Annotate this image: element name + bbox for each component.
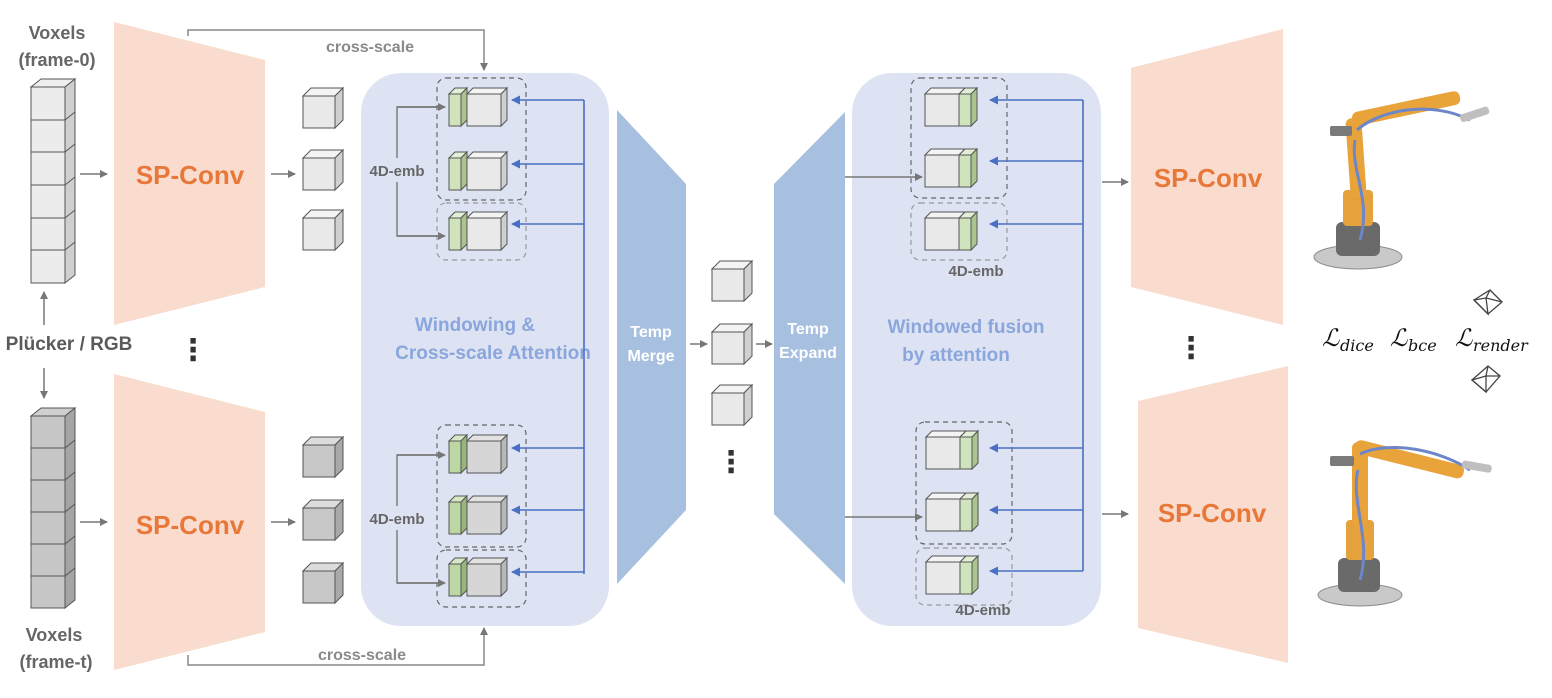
cross-scale-line-top xyxy=(187,29,488,71)
feature-cube xyxy=(302,209,344,251)
loss-render: ℒ render xyxy=(1455,324,1529,355)
embedded-token xyxy=(448,495,508,535)
svg-text:bce: bce xyxy=(1408,336,1437,355)
loss-dice: ℒ dice xyxy=(1322,324,1374,355)
windowing-label-line1: Windowing & xyxy=(415,315,535,336)
spconv-encoder-bottom-label: SP-Conv xyxy=(136,510,245,540)
fused-token xyxy=(924,211,978,251)
merged-feature-cube xyxy=(711,260,753,302)
attention-window-dashed xyxy=(436,549,527,608)
fused-token xyxy=(925,430,979,470)
embedded-token xyxy=(448,434,508,474)
attention-window-dashed xyxy=(436,77,527,201)
fused-token xyxy=(924,87,978,127)
fused-token xyxy=(924,148,978,188)
voxels-framet-sublabel: (frame-t) xyxy=(19,652,92,672)
robot-arm-render-bottom-icon xyxy=(1317,440,1492,607)
spconv-decoder-top xyxy=(1131,29,1283,325)
windowed-fusion-label-line2: by attention xyxy=(902,345,1010,366)
spconv-decoder-bottom-label: SP-Conv xyxy=(1158,498,1267,528)
feature-cube xyxy=(302,499,344,541)
svg-text:render: render xyxy=(1473,336,1529,355)
cross-scale-attention-arrows xyxy=(511,95,585,577)
emb-4d-label-right-bottom: 4D-emb xyxy=(955,602,1010,619)
merged-feature-cube xyxy=(711,384,753,426)
voxel-stack-frame-0 xyxy=(29,77,77,285)
voxels-framet-label: Voxels xyxy=(26,625,83,645)
emb-4d-label-bottom: 4D-emb xyxy=(369,511,424,528)
temp-merge-label-line2: Merge xyxy=(627,348,674,365)
spconv-encoder-bottom xyxy=(114,374,265,670)
loss-bce: ℒ bce xyxy=(1390,324,1437,355)
fused-token xyxy=(925,492,979,532)
temp-expand-block xyxy=(774,112,845,584)
embedded-token xyxy=(448,557,508,597)
fusion-window-dashed xyxy=(910,77,1008,199)
voxels-frame0-label: Voxels xyxy=(29,23,86,43)
merged-feature-cube xyxy=(711,323,753,365)
robot-arm-render-top-icon xyxy=(1313,91,1490,270)
attention-window-dashed xyxy=(436,424,527,548)
embedded-token xyxy=(448,87,508,127)
embedded-token xyxy=(448,151,508,191)
windowing-attention-panel xyxy=(361,73,609,626)
emb-4d-label-top: 4D-emb xyxy=(369,163,424,180)
temp-merge-label-line1: Temp xyxy=(630,324,672,341)
vertical-ellipsis-left: ⋮ xyxy=(178,334,208,367)
feature-cube xyxy=(302,149,344,191)
spconv-encoder-top-label: SP-Conv xyxy=(136,160,245,190)
cross-scale-label-top: cross-scale xyxy=(326,39,414,56)
svg-text:dice: dice xyxy=(1340,336,1374,355)
cross-scale-line-bottom xyxy=(187,627,488,666)
vertical-ellipsis-middle: ⋮ xyxy=(716,446,746,479)
svg-text:ℒ: ℒ xyxy=(1455,324,1473,352)
cross-scale-label-bottom: cross-scale xyxy=(318,647,406,664)
attention-window-dashed xyxy=(436,202,527,261)
fusion-window-dashed xyxy=(910,202,1008,261)
temp-merge-block xyxy=(617,110,686,584)
plucker-rgb-label: Plücker / RGB xyxy=(6,334,133,355)
spconv-decoder-top-label: SP-Conv xyxy=(1154,163,1263,193)
feature-cube xyxy=(302,87,344,129)
spconv-decoder-bottom xyxy=(1138,366,1288,663)
windowed-fusion-panel xyxy=(852,73,1101,626)
windowed-fusion-label-line1: Windowed fusion xyxy=(887,317,1044,338)
fusion-window-dashed xyxy=(915,547,1013,606)
temp-expand-label-line1: Temp xyxy=(787,321,829,338)
fusion-attention-arrows xyxy=(989,95,1084,576)
svg-text:ℒ: ℒ xyxy=(1390,324,1408,352)
svg-text:ℒ: ℒ xyxy=(1322,324,1340,352)
emb-4d-label-right-top: 4D-emb xyxy=(948,263,1003,280)
voxel-stack-frame-t xyxy=(29,406,77,610)
camera-icon-bottom xyxy=(1470,365,1501,394)
temp-expand-label-line2: Expand xyxy=(779,345,837,362)
voxels-frame0-sublabel: (frame-0) xyxy=(18,50,95,70)
windowing-label-line2: Cross-scale Attention xyxy=(395,343,591,364)
fusion-window-dashed xyxy=(915,421,1013,545)
feature-cube xyxy=(302,436,344,478)
feature-cube xyxy=(302,562,344,604)
spconv-encoder-top xyxy=(114,22,265,325)
camera-icon-top xyxy=(1472,289,1503,316)
vertical-ellipsis-right: ⋮ xyxy=(1176,332,1206,365)
fused-token xyxy=(925,555,979,595)
embedded-token xyxy=(448,211,508,251)
